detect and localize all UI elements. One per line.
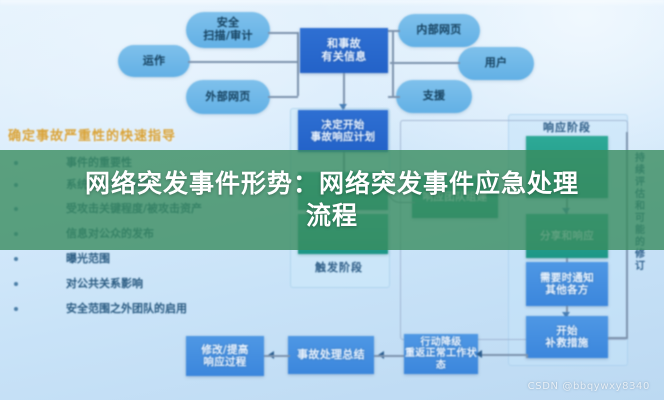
list-item: 对公共关系影响: [14, 271, 264, 296]
connector-remedy-out: [608, 337, 628, 339]
arrow-info-to-decide-icon: [339, 104, 347, 110]
node-improve-response-process: 修改/提高 响应过程: [186, 336, 264, 376]
label-response-phase: 响应阶段: [543, 121, 591, 134]
connector-info-to-support: [388, 96, 400, 98]
connector-summary-to-improve: [264, 355, 290, 357]
list-item: 安全范围之外团队的启用: [14, 296, 264, 321]
node-start-remedy-measures: 开始 补救措施: [526, 316, 608, 358]
node-incident-related-info: 和事故 有关信息: [300, 28, 388, 73]
csdn-watermark: CSDN @bbqywxy8340: [527, 381, 650, 392]
connector-remedy-to-deescalate: [478, 354, 526, 356]
node-deescalate-return-normal: 行动降级 重返正常工作状态: [404, 334, 478, 374]
overlay-title: 网络突发事件形势：网络突发事件应急处理 流程: [0, 150, 664, 250]
node-external-webpage: 外部网页: [186, 80, 270, 114]
connector-info-to-intweb: [388, 30, 400, 32]
scan-band: [0, 0, 664, 6]
node-internal-webpage: 内部网页: [398, 14, 480, 47]
node-operations: 运作: [118, 45, 190, 77]
connector-info-to-users: [390, 62, 460, 64]
arrow-notify-to-remedy-icon: [562, 312, 570, 318]
connector-ops-to-info: [188, 61, 298, 63]
arrow-to-deescalate-icon: [476, 350, 482, 358]
overlay-title-line2: 流程: [305, 201, 358, 230]
left-heading: 确定事故严重性的快速指导: [8, 129, 177, 144]
bullet-dot-icon: [14, 306, 18, 311]
node-decide-start-response-plan: 决定开始 事故响应计划: [298, 110, 388, 152]
node-support: 支援: [396, 80, 472, 113]
title-banner: [0, 150, 664, 250]
connector-extweb-to-info: [268, 96, 298, 98]
list-item: 曝光范围: [14, 246, 264, 271]
connector-remedy-down: [526, 354, 528, 358]
overlay-title-line1: 网络突发事件形势：网络突发事件应急处理: [84, 168, 579, 198]
connector-scan-to-info: [268, 32, 298, 34]
node-users: 用户: [458, 47, 534, 80]
label-trigger-phase: 触发阶段: [315, 261, 363, 274]
connector-info-to-decide: [343, 73, 345, 109]
node-security-scan-audit: 安全 扫描/审计: [186, 12, 270, 48]
connector-source-bus: [297, 32, 299, 96]
node-incident-handling-summary: 事故处理总结: [288, 336, 374, 374]
bullet-dot-icon: [14, 281, 18, 286]
connector-deescalate-to-summary: [374, 355, 404, 357]
bullet-dot-icon: [14, 256, 18, 261]
node-notify-other-parties: 需要时通知 其他各方: [526, 262, 608, 306]
